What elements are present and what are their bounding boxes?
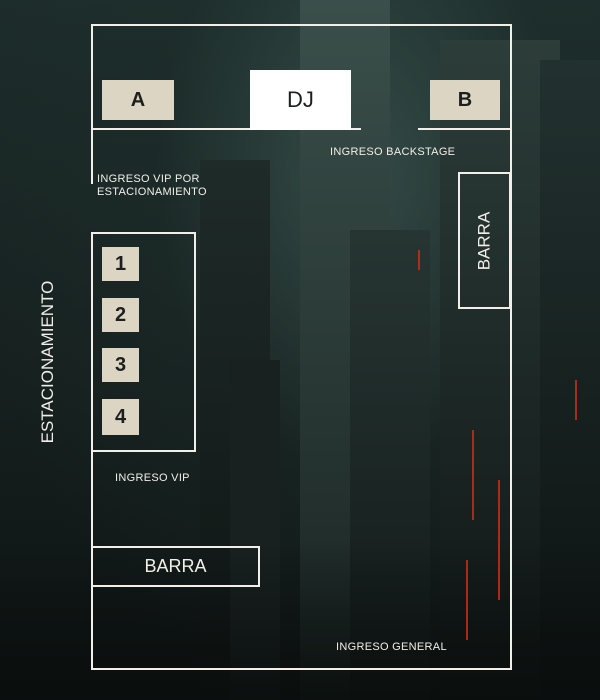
- red-light: [472, 430, 474, 520]
- dj-booth: DJ: [250, 70, 351, 130]
- vip-parking-entry-label-line2: ESTACIONAMIENTO: [97, 186, 207, 198]
- stage-box-b: B: [430, 80, 500, 120]
- parking-label: ESTACIONAMIENTO: [38, 280, 57, 444]
- vip-table-2: 2: [102, 298, 139, 332]
- vip-area-top-line: [93, 232, 196, 234]
- stage-line-left: [91, 128, 361, 130]
- stage-box-a: A: [102, 80, 174, 120]
- outline-right: [510, 24, 512, 670]
- outline-bottom: [91, 668, 512, 670]
- vip-table-4: 4: [102, 399, 139, 435]
- ground-fade: [0, 540, 600, 700]
- outline-top: [91, 24, 511, 26]
- vip-table-3: 3: [102, 348, 139, 382]
- vip-area-side-line: [194, 232, 196, 452]
- general-entry-label: INGRESO GENERAL: [336, 641, 447, 653]
- red-light: [498, 480, 500, 600]
- backstage-entry-label: INGRESO BACKSTAGE: [330, 146, 456, 158]
- bar-left: BARRA: [91, 546, 260, 587]
- vip-entry-label: INGRESO VIP: [115, 472, 190, 484]
- red-light: [466, 560, 468, 640]
- vip-parking-entry-label-line1: INGRESO VIP POR: [97, 173, 200, 185]
- red-light: [418, 250, 420, 270]
- bar-right: BARRA: [458, 172, 511, 309]
- outline-left-upper: [91, 24, 93, 184]
- vip-area-bottom-line: [93, 450, 196, 452]
- vip-table-1: 1: [102, 247, 139, 281]
- stage-line-right: [418, 128, 511, 130]
- red-light: [575, 380, 577, 420]
- bar-right-label: BARRA: [474, 211, 494, 270]
- outline-left-lower: [91, 232, 93, 670]
